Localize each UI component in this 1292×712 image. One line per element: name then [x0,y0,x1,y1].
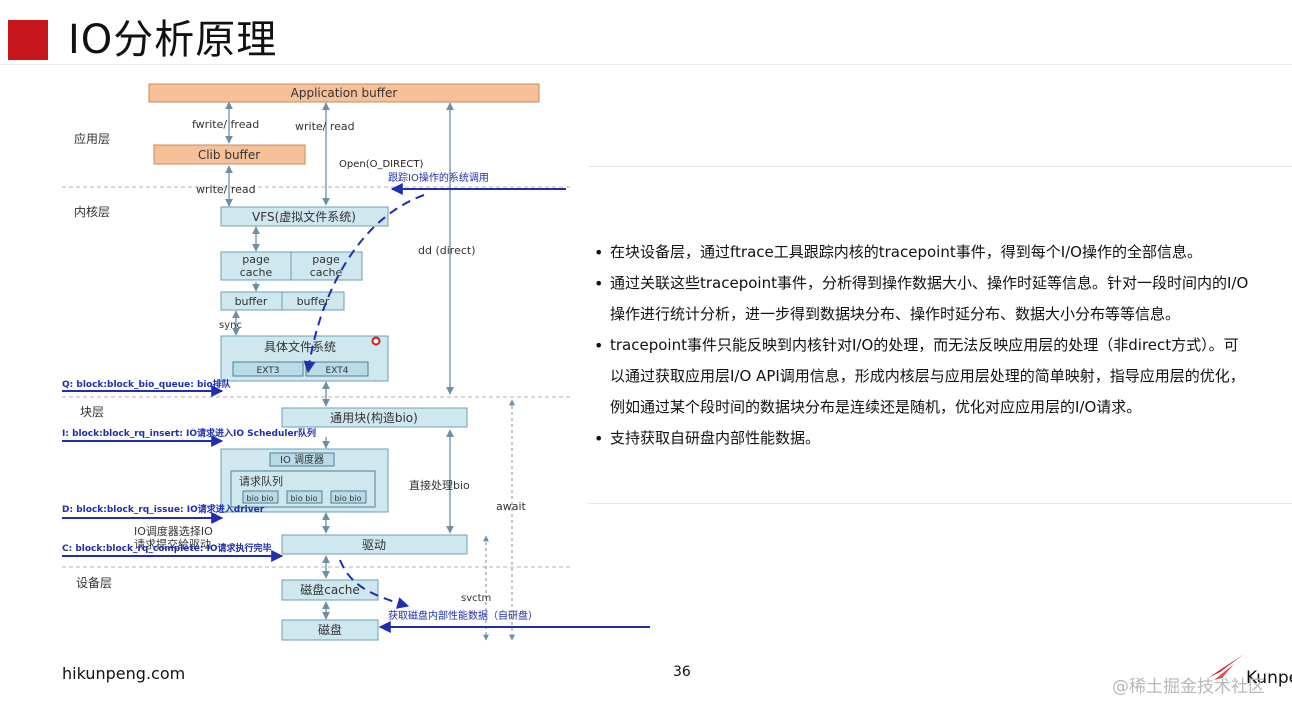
write-read-label-1: write/ read [295,120,355,133]
bio-pair-1 [242,490,279,504]
write-read-label-2: write/ read [196,183,256,196]
buffer-1-label: buffer [235,295,268,308]
bio-pair-2 [286,490,323,504]
layer-label-device: 设备层 [76,576,112,590]
await-label: await [496,500,527,513]
vfs-box [220,206,389,227]
ext4-label: EXT4 [326,366,349,376]
layer-label-block: 块层 [80,405,104,419]
page-cache-2-line2: cache [310,266,343,279]
scheduler-note-line2: 请求提交给驱动 [134,537,211,551]
vfs-label: VFS(虚拟文件系统) [252,209,356,224]
clib-buffer-box [153,144,306,165]
watermark-text: @稀土掘金技术社区 [1112,677,1265,697]
footer-site: hikunpeng.com [62,664,186,683]
fwrite-fread-label: fwrite/ fread [192,118,259,131]
disk-label: 磁盘 [318,622,342,637]
generic-block-box [281,407,468,428]
bio-pair-1-label: bio bio [247,494,274,503]
bullet-item-2: 通过关联这些tracepoint事件，分析得到操作数据大小、操作时延等信息。针对… [594,268,1292,299]
layer-label-app: 应用层 [74,131,110,146]
bullet-item-1: 在块设备层，通过ftrace工具跟踪内核的tracepoint事件，得到每个I/… [594,237,1292,268]
io-scheduler-label: IO 调度器 [280,453,324,466]
bullet-item-2-continued: 操作进行统计分析，进一步得到数据块分布、操作时延分布、数据大小分布等等信息。 [610,305,1181,323]
brand-name: Kunpeng [1246,668,1292,688]
dd-direct-label: dd (direct) [418,244,476,257]
open-direct-label: Open(O_DIRECT) [339,159,423,170]
page-cache-1-line1: page [242,253,270,266]
trace-syscall-label: 跟踪IO操作的系统调用 [388,171,489,184]
kunpeng-logo-icon [1208,654,1244,680]
page-number: 36 [673,664,691,680]
marker-dot [371,336,381,346]
event-i-label: I: block:block_rq_insert: IO请求进入IO Sched… [62,427,316,439]
disk-cache-box [281,579,379,601]
bullet-list: 在块设备层，通过ftrace工具跟踪内核的tracepoint事件，得到每个I/… [588,167,1292,454]
event-c-label: C: block:block_rq_complete: IO请求执行完毕 [62,542,272,554]
disk-box [281,619,379,641]
bio-pair-2-label: bio bio [291,494,318,503]
app-buffer-label: Application buffer [291,86,398,100]
driver-box [281,534,468,555]
ext3-label: EXT3 [257,366,280,376]
page-cache-1-line2: cache [240,266,273,279]
bullet-item-4: 支持获取自研盘内部性能数据。 [594,423,1292,454]
io-architecture-diagram: 应用层 内核层 块层 设备层 Application buffer [62,83,650,641]
app-buffer-box [148,83,540,103]
clib-buffer-label: Clib buffer [198,148,260,162]
disk-cache-label: 磁盘cache [300,582,360,597]
bullet-item-3: tracepoint事件只能反映到内核针对I/O的处理，而无法反映应用层的处理（… [594,330,1292,361]
bullet-item-3-continued-a: 以通过获取应用层I/O API调用信息，形成内核层与应用层处理的简单映射，指导应… [610,367,1245,385]
request-queue-label: 请求队列 [239,474,283,488]
title-accent-block [8,20,48,60]
event-d-label: D: block:block_rq_issue: IO请求进入driver [62,503,265,515]
bio-pair-3 [330,490,367,504]
page-title: IO分析原理 [68,17,278,63]
disk-perf-label: 获取磁盘内部性能数据（自研盘） [388,609,538,622]
buffer-2-label: buffer [297,295,330,308]
driver-label: 驱动 [362,538,386,552]
layer-label-kernel: 内核层 [74,205,110,219]
svctm-label: svctm [461,593,491,604]
bio-pair-3-label: bio bio [335,494,362,503]
generic-block-label: 通用块(构造bio) [330,410,418,425]
scheduler-note-line1: IO调度器选择IO [134,524,213,538]
header-divider [0,64,1292,65]
page-cache-box-1 [220,251,292,281]
direct-bio-label: 直接处理bio [409,478,470,492]
bullet-item-3-continued-b: 例如通过某个段时间的数据块分布是连续还是随机，优化对应应用层的I/O请求。 [610,398,1142,416]
page-cache-2-line1: page [312,253,340,266]
event-q-label: Q: block:block_bio_queue: bio排队 [62,378,232,390]
fs-label: 具体文件系统 [264,339,336,354]
bullet-panel: 在块设备层，通过ftrace工具跟踪内核的tracepoint事件，得到每个I/… [588,166,1292,504]
sync-label: sync [219,320,242,331]
ext3-box [232,361,304,377]
io-scheduler-title-box [269,452,335,467]
